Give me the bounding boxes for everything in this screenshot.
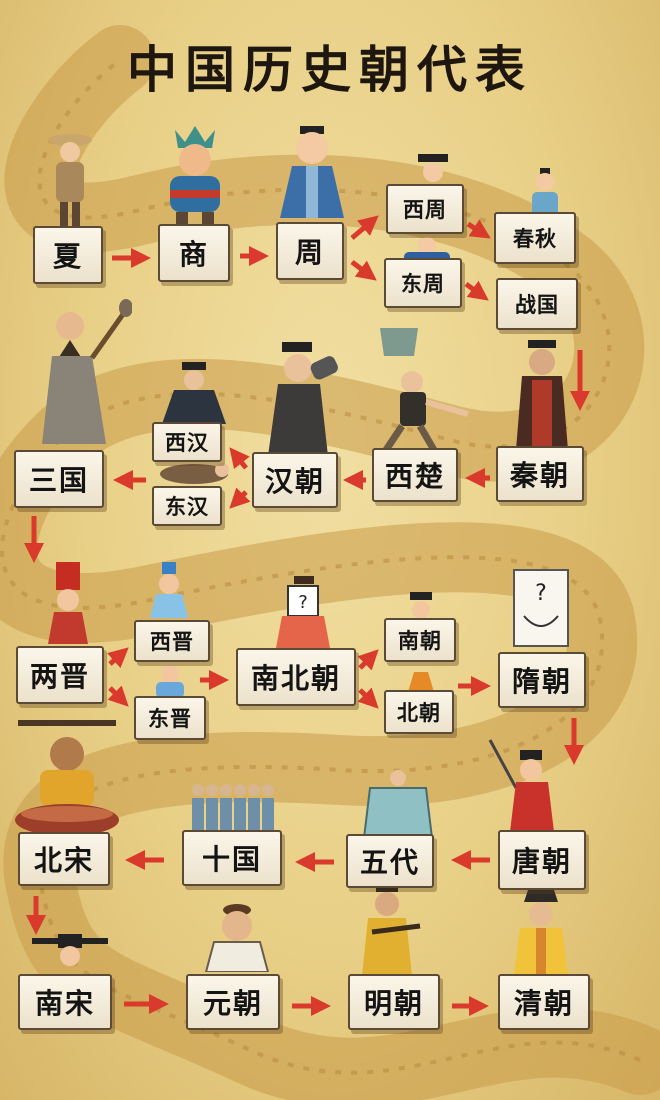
dynasty-xizhou[interactable]: 西周: [386, 184, 464, 234]
dynasty-xijin[interactable]: 西晋: [134, 620, 210, 662]
arrow-zhou-dongzhou: [350, 260, 377, 281]
nanchao-figure-icon: [410, 592, 432, 619]
shiguo-figure-icon: [192, 784, 274, 832]
dynasty-beichao[interactable]: 北朝: [384, 690, 454, 734]
dynasty-wudai[interactable]: 五代: [346, 834, 434, 888]
dynasty-xihan[interactable]: 西汉: [152, 422, 222, 462]
dynasty-nansong[interactable]: 南宋: [18, 974, 112, 1030]
arrow-zhou-xizhou: [350, 215, 379, 240]
chunqiu-figure-icon: [532, 168, 558, 216]
dynasty-sanguo[interactable]: 三国: [14, 450, 104, 508]
dynasty-tang[interactable]: 唐朝: [498, 830, 586, 890]
xihan-figure-icon: [162, 362, 226, 424]
sanguo-figure-icon: [42, 299, 132, 444]
arrow-liangjin-xijin: [107, 647, 129, 669]
tang-figure-icon: [488, 739, 554, 832]
svg-text:?: ?: [298, 592, 308, 613]
dynasty-dongzhou[interactable]: 东周: [384, 258, 462, 308]
nansong-figure-icon: [32, 934, 108, 966]
arrow-nanbeichao-beichao: [357, 687, 379, 709]
dongjin-figure-icon: [156, 665, 184, 698]
arrow-liangjin-dongjin: [107, 685, 129, 707]
dynasty-qin[interactable]: 秦朝: [496, 446, 584, 502]
dynasty-xia[interactable]: 夏: [33, 226, 103, 284]
dynasty-liangjin[interactable]: 两晋: [16, 646, 104, 704]
dynasty-qing[interactable]: 清朝: [498, 974, 590, 1030]
dynasty-shiguo[interactable]: 十国: [182, 830, 282, 886]
dynasty-donghan[interactable]: 东汉: [152, 486, 222, 526]
dynasty-dongjin[interactable]: 东晋: [134, 696, 206, 740]
dynasty-zhou[interactable]: 周: [276, 222, 344, 280]
dynasty-han[interactable]: 汉朝: [252, 452, 338, 508]
liangjin-figure-icon: [48, 562, 88, 644]
han-figure-icon: [268, 342, 338, 456]
zhou-figure-icon: [280, 126, 344, 218]
dynasty-nanbeichao[interactable]: 南北朝: [236, 648, 356, 706]
yuan-figure-icon: [204, 904, 270, 972]
dynasty-zhanguo[interactable]: 战国: [496, 278, 578, 330]
arrow-han-xihan: [229, 447, 250, 470]
shang-figure-icon: [170, 126, 220, 224]
donghan-figure-icon: [160, 463, 229, 484]
nanbeichao-figure-icon: ?: [276, 576, 330, 648]
page-title: 中国历史朝代表: [127, 41, 533, 99]
dynasty-beisong[interactable]: 北宋: [18, 832, 110, 886]
xia-figure-icon: [48, 134, 92, 226]
dynasty-yuan[interactable]: 元朝: [186, 974, 280, 1030]
beisong-figure-icon: [15, 720, 119, 836]
arrow-nanbeichao-nanchao: [357, 649, 379, 671]
beichao-figure-icon: [408, 672, 434, 692]
wudai-figure-icon: [362, 770, 434, 839]
dynasty-ming[interactable]: 明朝: [348, 974, 440, 1030]
arrow-xizhou-chunqiu: [466, 219, 491, 239]
dynasty-xichu[interactable]: 西楚: [372, 448, 458, 502]
dynasty-sui[interactable]: 隋朝: [498, 652, 586, 708]
sui-figure-icon: ?: [513, 569, 569, 647]
qing-figure-icon: [514, 890, 568, 974]
arrow-dongzhou-zhanguo: [464, 280, 489, 301]
xijin-figure-icon: [150, 562, 188, 618]
qin-figure-icon: [516, 340, 568, 450]
dynasty-shang[interactable]: 商: [158, 224, 230, 282]
svg-text:?: ?: [535, 581, 547, 606]
xichu-figure-icon: [380, 328, 469, 452]
arrow-han-donghan: [229, 487, 251, 509]
xizhou-figure-icon: [418, 154, 448, 182]
dynasty-chunqiu[interactable]: 春秋: [494, 212, 576, 264]
dynasty-nanchao[interactable]: 南朝: [384, 618, 456, 662]
